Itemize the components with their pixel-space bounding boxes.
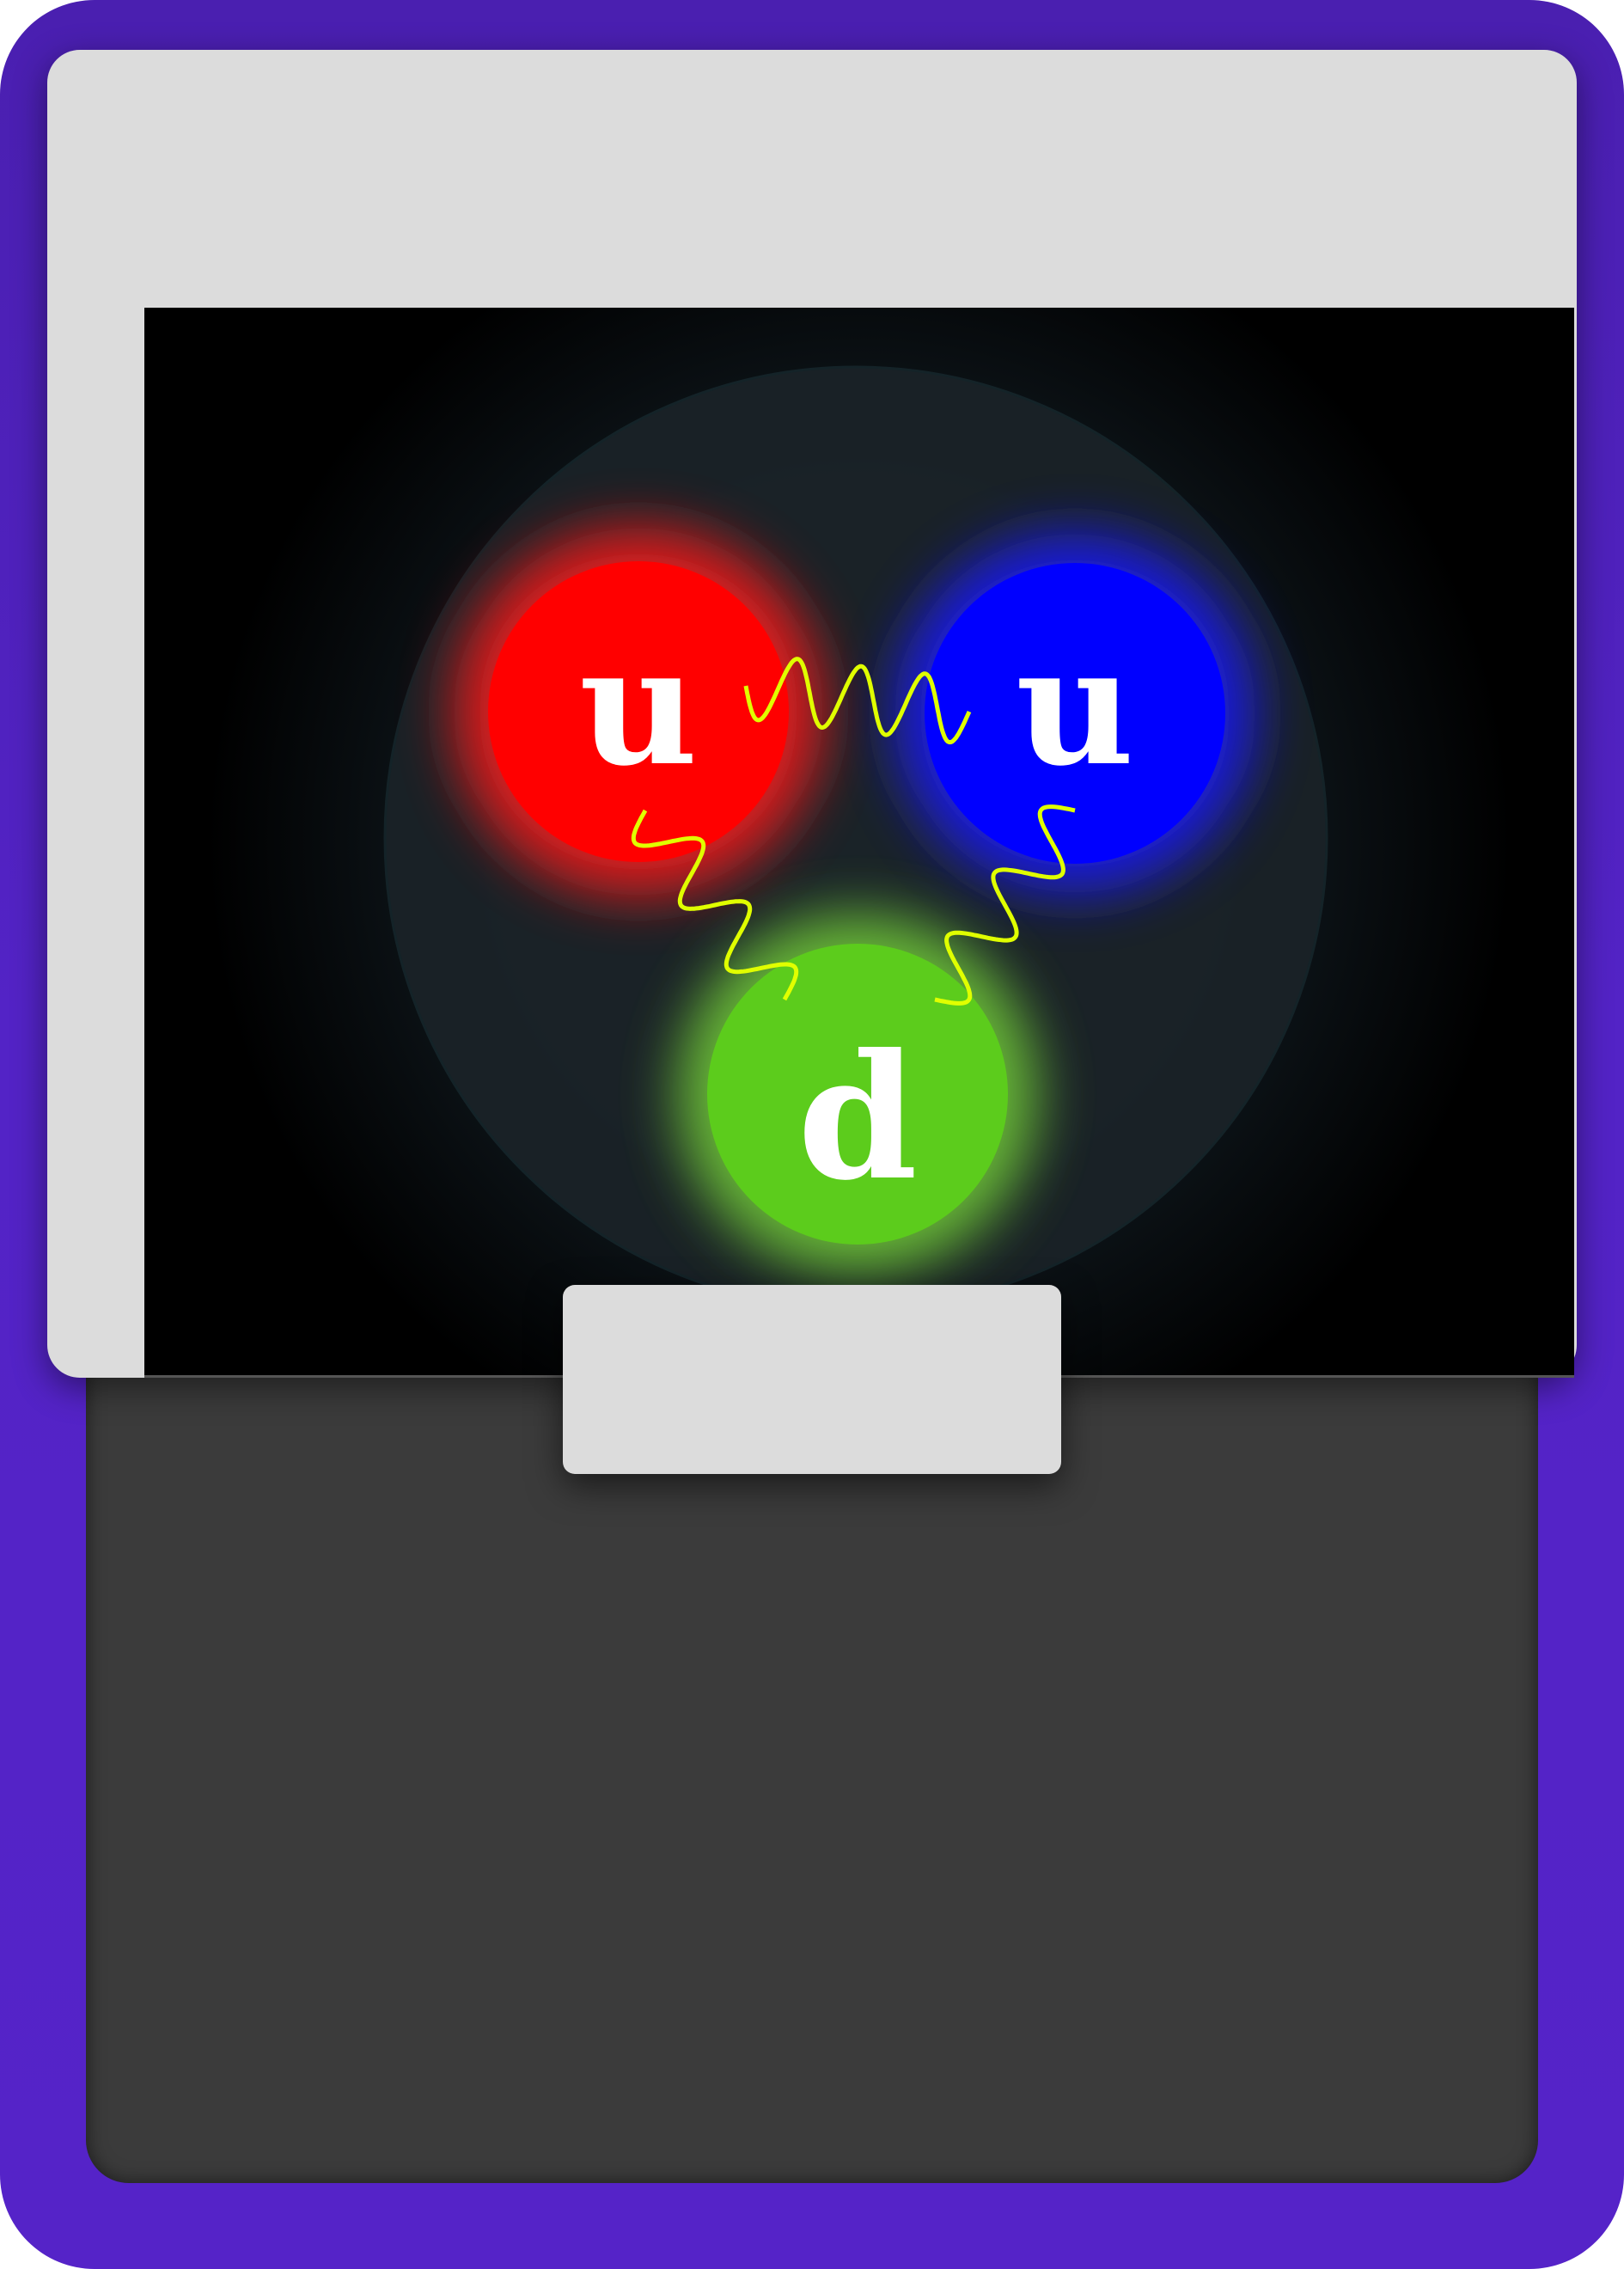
gluon-up-up [743,657,972,745]
card-title [47,50,1577,260]
quark-label-d: d [797,1017,918,1219]
gluon-up-down-2 [934,804,1076,1006]
quark-up-blue [925,563,1225,864]
quark-label-u-1: u [579,610,698,802]
quark-up-red [488,561,789,862]
quark-label-u-2: u [1016,610,1134,802]
gluon-up-down [631,809,799,1001]
quark-down-green [707,944,1008,1245]
card-artwork: u u d [144,308,1574,1378]
card-top-panel: u u d [47,50,1577,1378]
card-text-panel [86,1341,1538,2183]
proton-diagram: u u d [144,308,1574,1375]
card-type-badge [563,1285,1061,1474]
